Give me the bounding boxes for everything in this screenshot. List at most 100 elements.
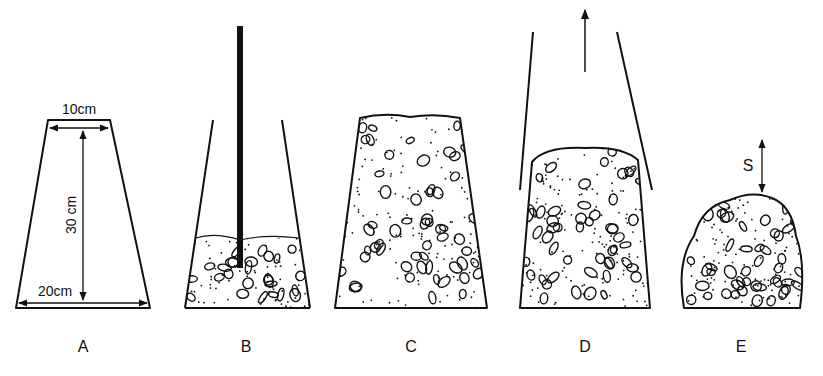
sand-dot bbox=[569, 179, 571, 181]
aggregate-stone bbox=[753, 254, 765, 268]
sand-dot bbox=[760, 257, 762, 259]
sand-dot bbox=[436, 257, 438, 259]
sand-dot bbox=[346, 222, 348, 224]
sand-dot bbox=[583, 284, 585, 286]
concrete-cone bbox=[520, 148, 650, 308]
sand-dot bbox=[439, 301, 441, 303]
sand-dot bbox=[769, 198, 771, 200]
sand-dot bbox=[724, 297, 726, 299]
aggregate-stone bbox=[522, 257, 530, 267]
sand-dot bbox=[469, 272, 471, 274]
sand-dot bbox=[263, 298, 265, 300]
sand-dot bbox=[775, 274, 777, 276]
sand-dot bbox=[565, 276, 567, 278]
sand-dot bbox=[267, 273, 269, 275]
sand-dot bbox=[393, 149, 395, 151]
sand-dot bbox=[457, 279, 459, 281]
sand-dot bbox=[437, 225, 439, 227]
sand-dot bbox=[347, 131, 349, 133]
sand-dot bbox=[802, 294, 804, 296]
sand-dot bbox=[475, 113, 477, 115]
aggregate-stone bbox=[375, 242, 387, 257]
sand-dot bbox=[769, 297, 771, 299]
sand-dot bbox=[736, 218, 738, 220]
sand-dot bbox=[784, 281, 786, 283]
sand-dot bbox=[376, 244, 378, 246]
sand-dot bbox=[540, 241, 542, 243]
sand-dot bbox=[221, 274, 223, 276]
sand-dot bbox=[763, 240, 765, 242]
sand-dot bbox=[542, 181, 544, 183]
slump-cone bbox=[16, 120, 150, 308]
sand-dot bbox=[439, 231, 441, 233]
sand-dot bbox=[584, 154, 586, 156]
sand-dot bbox=[228, 264, 230, 266]
sand-dot bbox=[623, 270, 625, 272]
sand-dot bbox=[335, 119, 337, 121]
sand-dot bbox=[696, 240, 698, 242]
aggregate-stone bbox=[430, 185, 445, 200]
sand-dot bbox=[570, 214, 572, 216]
sand-dot bbox=[448, 128, 450, 130]
sand-dot bbox=[335, 153, 337, 155]
sand-dot bbox=[471, 296, 473, 298]
aggregate-stone bbox=[563, 256, 572, 265]
sand-dot bbox=[389, 248, 391, 250]
sand-dot bbox=[521, 179, 523, 181]
sand-dot bbox=[694, 215, 696, 217]
sand-dot bbox=[637, 267, 639, 269]
sand-dot bbox=[185, 236, 187, 238]
sand-dot bbox=[628, 256, 630, 258]
sand-dot bbox=[647, 282, 649, 284]
aggregate-stone bbox=[449, 170, 461, 182]
sand-dot bbox=[195, 236, 197, 238]
sand-dot bbox=[735, 296, 737, 298]
sand-dot bbox=[215, 287, 217, 289]
aggregate-stone bbox=[204, 262, 216, 271]
aggregate-stone bbox=[402, 218, 412, 224]
sand-dot bbox=[532, 274, 534, 276]
aggregate-stone bbox=[273, 253, 280, 263]
sand-dot bbox=[353, 291, 355, 293]
aggregate-stone bbox=[348, 282, 362, 293]
aggregate-stone bbox=[773, 230, 784, 242]
sand-dot bbox=[454, 113, 456, 115]
sand-dot bbox=[358, 194, 360, 196]
aggregate-stone bbox=[766, 295, 777, 307]
aggregate-stone bbox=[607, 244, 618, 256]
sand-dot bbox=[473, 262, 475, 264]
sand-dot bbox=[290, 306, 292, 308]
aggregate-stone bbox=[574, 212, 588, 226]
sand-dot bbox=[470, 147, 472, 149]
sand-dot bbox=[545, 174, 547, 176]
sand-dot bbox=[376, 241, 378, 243]
sand-dot bbox=[558, 189, 560, 191]
aggregate-stone bbox=[773, 262, 784, 274]
sand-dot bbox=[393, 114, 395, 116]
aggregate-stone bbox=[244, 260, 252, 274]
sand-dot bbox=[637, 219, 639, 221]
sand-dot bbox=[727, 236, 729, 238]
sand-dot bbox=[774, 252, 776, 254]
sand-dot bbox=[275, 300, 277, 302]
sand-dot bbox=[382, 168, 384, 170]
stage-letter: D bbox=[579, 339, 591, 355]
sand-dot bbox=[417, 190, 419, 192]
sand-dot bbox=[735, 253, 737, 255]
sand-dot bbox=[375, 139, 377, 141]
aggregate-stone bbox=[526, 269, 536, 281]
sand-dot bbox=[767, 279, 769, 281]
sand-dot bbox=[593, 232, 595, 234]
aggregate-stone bbox=[415, 153, 431, 168]
sand-dot bbox=[732, 213, 734, 215]
sand-dot bbox=[691, 294, 693, 296]
aggregate-stone bbox=[583, 265, 599, 279]
sand-dot bbox=[721, 232, 723, 234]
tamping-rod bbox=[237, 26, 243, 268]
aggregate-stone bbox=[602, 270, 611, 283]
sand-dot bbox=[194, 243, 196, 245]
slump-cone bbox=[185, 120, 213, 308]
sand-dot bbox=[595, 206, 597, 208]
sand-dot bbox=[791, 221, 793, 223]
sand-dot bbox=[267, 266, 269, 268]
